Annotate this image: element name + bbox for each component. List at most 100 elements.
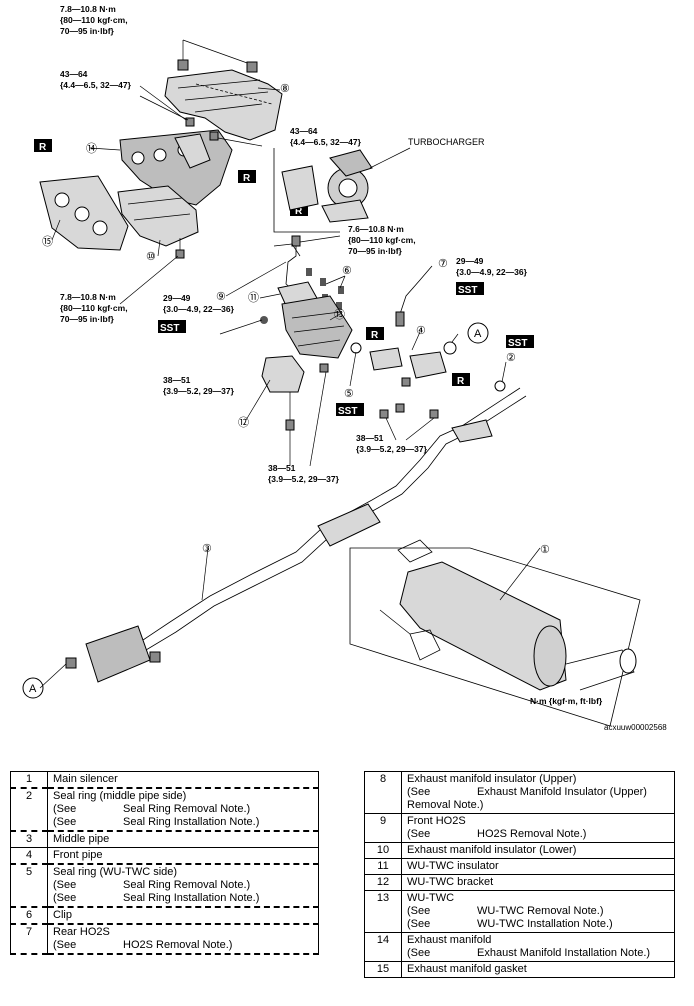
seal-ring-wu-twc-side <box>350 342 362 354</box>
torque-spec-left-upper: 43—64 {4.4—6.5, 32—47} <box>60 69 132 90</box>
torque-spec-lower: 38—51 {3.9—5.2, 29—37} <box>268 463 340 484</box>
svg-text:70—95 in·lbf}: 70—95 in·lbf} <box>60 26 115 36</box>
badge-r: R <box>238 170 256 184</box>
exhaust-manifold-insulator-upper <box>164 39 283 141</box>
svg-text:R: R <box>243 173 251 184</box>
turbocharger <box>273 147 411 233</box>
svg-text:7.8—10.8 N·m: 7.8—10.8 N·m <box>60 292 116 302</box>
svg-text:7.6—10.8 N·m: 7.6—10.8 N·m <box>348 224 404 234</box>
svg-text:70—95 in·lbf}: 70—95 in·lbf} <box>348 246 403 256</box>
svg-text:{3.9—5.2, 29—37}: {3.9—5.2, 29—37} <box>268 474 340 484</box>
wu-twc-bracket <box>261 355 329 431</box>
middle-pipe <box>65 387 527 683</box>
link-seal-ring-removal[interactable]: Seal Ring Removal Note.) <box>123 879 251 891</box>
table-row: 11 WU-TWC insulator <box>364 858 675 875</box>
callout-14: ⑭ <box>86 142 97 155</box>
badge-sst: SST <box>336 403 364 417</box>
svg-text:29—49: 29—49 <box>456 256 484 266</box>
svg-text:{3.0—4.9, 22—36}: {3.0—4.9, 22—36} <box>456 267 528 277</box>
parts-table-left: 1 Main silencer 2 Seal ring (middle pipe… <box>10 771 319 955</box>
units-note: N·m {kgf·m, ft·lbf} <box>530 696 603 706</box>
callout-6: ⑥ <box>342 265 352 277</box>
exhaust-manifold-insulator-lower <box>117 185 199 259</box>
table-row: 8 Exhaust manifold insulator (Upper) (Se… <box>364 771 675 814</box>
exhaust-manifold-gasket <box>39 175 129 251</box>
svg-text:R: R <box>457 376 465 387</box>
badge-sst: SST <box>506 335 534 349</box>
svg-text:A: A <box>29 683 37 695</box>
link-wu-twc-removal[interactable]: WU-TWC Removal Note.) <box>477 905 604 917</box>
svg-text:70—95 in·lbf}: 70—95 in·lbf} <box>60 314 115 324</box>
link-exhaust-manifold-installation[interactable]: Exhaust Manifold Installation Note.) <box>477 947 651 959</box>
svg-text:A: A <box>474 328 482 340</box>
callout-a: A <box>22 677 44 699</box>
svg-text:SST: SST <box>508 338 527 349</box>
exhaust-manifold <box>119 117 233 206</box>
callout-13: ⑬ <box>334 308 345 321</box>
table-row: 1 Main silencer <box>10 771 319 789</box>
table-row: 3 Middle pipe <box>10 830 319 848</box>
callout-a: A <box>467 322 489 344</box>
svg-text:38—51: 38—51 <box>268 463 296 473</box>
main-silencer <box>349 539 641 727</box>
callout-4: ④ <box>416 325 426 337</box>
svg-text:{3.0—4.9, 22—36}: {3.0—4.9, 22—36} <box>163 304 235 314</box>
torque-spec-turbo: 7.6—10.8 N·m {80—110 kgf·cm, 70—95 in·lb… <box>348 224 416 256</box>
link-seal-ring-removal[interactable]: Seal Ring Removal Note.) <box>123 803 251 815</box>
torque-spec-lower-left: 7.8—10.8 N·m {80—110 kgf·cm, 70—95 in·lb… <box>60 292 128 324</box>
badge-r: R <box>34 139 52 153</box>
svg-text:SST: SST <box>160 323 179 334</box>
torque-spec-ho2s-front: 29—49 {3.0—4.9, 22—36} <box>163 293 235 314</box>
svg-text:R: R <box>295 206 303 217</box>
callout-2: ② <box>506 352 516 364</box>
callout-5: ⑤ <box>344 388 354 400</box>
exploded-exhaust-diagram: 7.8—10.8 N·m {80—110 kgf·cm, 70—95 in·lb… <box>22 4 667 732</box>
torque-spec-ho2s-rear: 29—49 {3.0—4.9, 22—36} <box>456 256 528 277</box>
front-ho2s <box>273 235 301 293</box>
torque-spec-front-pipe: 38—51 {3.9—5.2, 29—37} <box>356 433 428 454</box>
gasket-a <box>443 341 457 355</box>
torque-spec-top: 7.8—10.8 N·m {80—110 kgf·cm, 70—95 in·lb… <box>60 4 128 36</box>
callout-11: ⑪ <box>248 291 259 304</box>
wu-twc-assembly <box>260 281 353 359</box>
callout-3: ③ <box>202 543 212 555</box>
svg-text:R: R <box>39 142 47 153</box>
callout-9: ⑨ <box>216 291 226 303</box>
link-wu-twc-installation[interactable]: WU-TWC Installation Note.) <box>477 918 613 930</box>
table-row: 10 Exhaust manifold insulator (Lower) <box>364 842 675 859</box>
svg-text:{4.4—6.5, 32—47}: {4.4—6.5, 32—47} <box>290 137 362 147</box>
svg-text:{4.4—6.5, 32—47}: {4.4—6.5, 32—47} <box>60 80 132 90</box>
link-ho2s-removal[interactable]: HO2S Removal Note.) <box>123 939 233 951</box>
callout-numbers: ① ② ③ ④ ⑤ ⑥ ⑦ ⑧ ⑨ ⑩ ⑪ ⑫ ⑬ ⑭ ⑮ <box>42 83 550 556</box>
table-row: 6 Clip <box>10 906 319 925</box>
svg-text:SST: SST <box>458 285 477 296</box>
badge-sst: SST <box>456 282 484 296</box>
table-row: 15 Exhaust manifold gasket <box>364 961 675 978</box>
link-seal-ring-installation[interactable]: Seal Ring Installation Note.) <box>123 892 260 904</box>
svg-text:29—49: 29—49 <box>163 293 191 303</box>
figure-id: acxuuw00002568 <box>604 723 667 732</box>
torque-spec-middle: 43—64 {4.4—6.5, 32—47} <box>290 126 362 147</box>
svg-text:{3.9—5.2, 29—37}: {3.9—5.2, 29—37} <box>356 444 428 454</box>
svg-text:SST: SST <box>338 406 357 417</box>
table-row: 4 Front pipe <box>10 847 319 865</box>
svg-text:{3.9—5.2, 29—37}: {3.9—5.2, 29—37} <box>163 386 235 396</box>
svg-text:38—51: 38—51 <box>356 433 384 443</box>
callout-10: ⑩ <box>146 251 156 263</box>
link-insulator-upper-removal[interactable]: Exhaust Manifold Insulator (Upper) <box>477 786 647 798</box>
svg-text:R: R <box>371 330 379 341</box>
svg-text:{80—110 kgf·cm,: {80—110 kgf·cm, <box>60 15 128 25</box>
seal-ring-middle-pipe-side <box>494 380 506 392</box>
table-row: 12 WU-TWC bracket <box>364 874 675 891</box>
link-seal-ring-installation[interactable]: Seal Ring Installation Note.) <box>123 816 260 828</box>
turbocharger-label: TURBOCHARGER <box>408 137 485 147</box>
callout-1: ① <box>540 544 550 556</box>
link-ho2s-removal[interactable]: HO2S Removal Note.) <box>477 828 587 840</box>
leader-lines <box>39 85 541 689</box>
parts-table-right: 8 Exhaust manifold insulator (Upper) (Se… <box>364 771 675 978</box>
svg-text:43—64: 43—64 <box>60 69 88 79</box>
callout-7: ⑦ <box>438 258 448 270</box>
